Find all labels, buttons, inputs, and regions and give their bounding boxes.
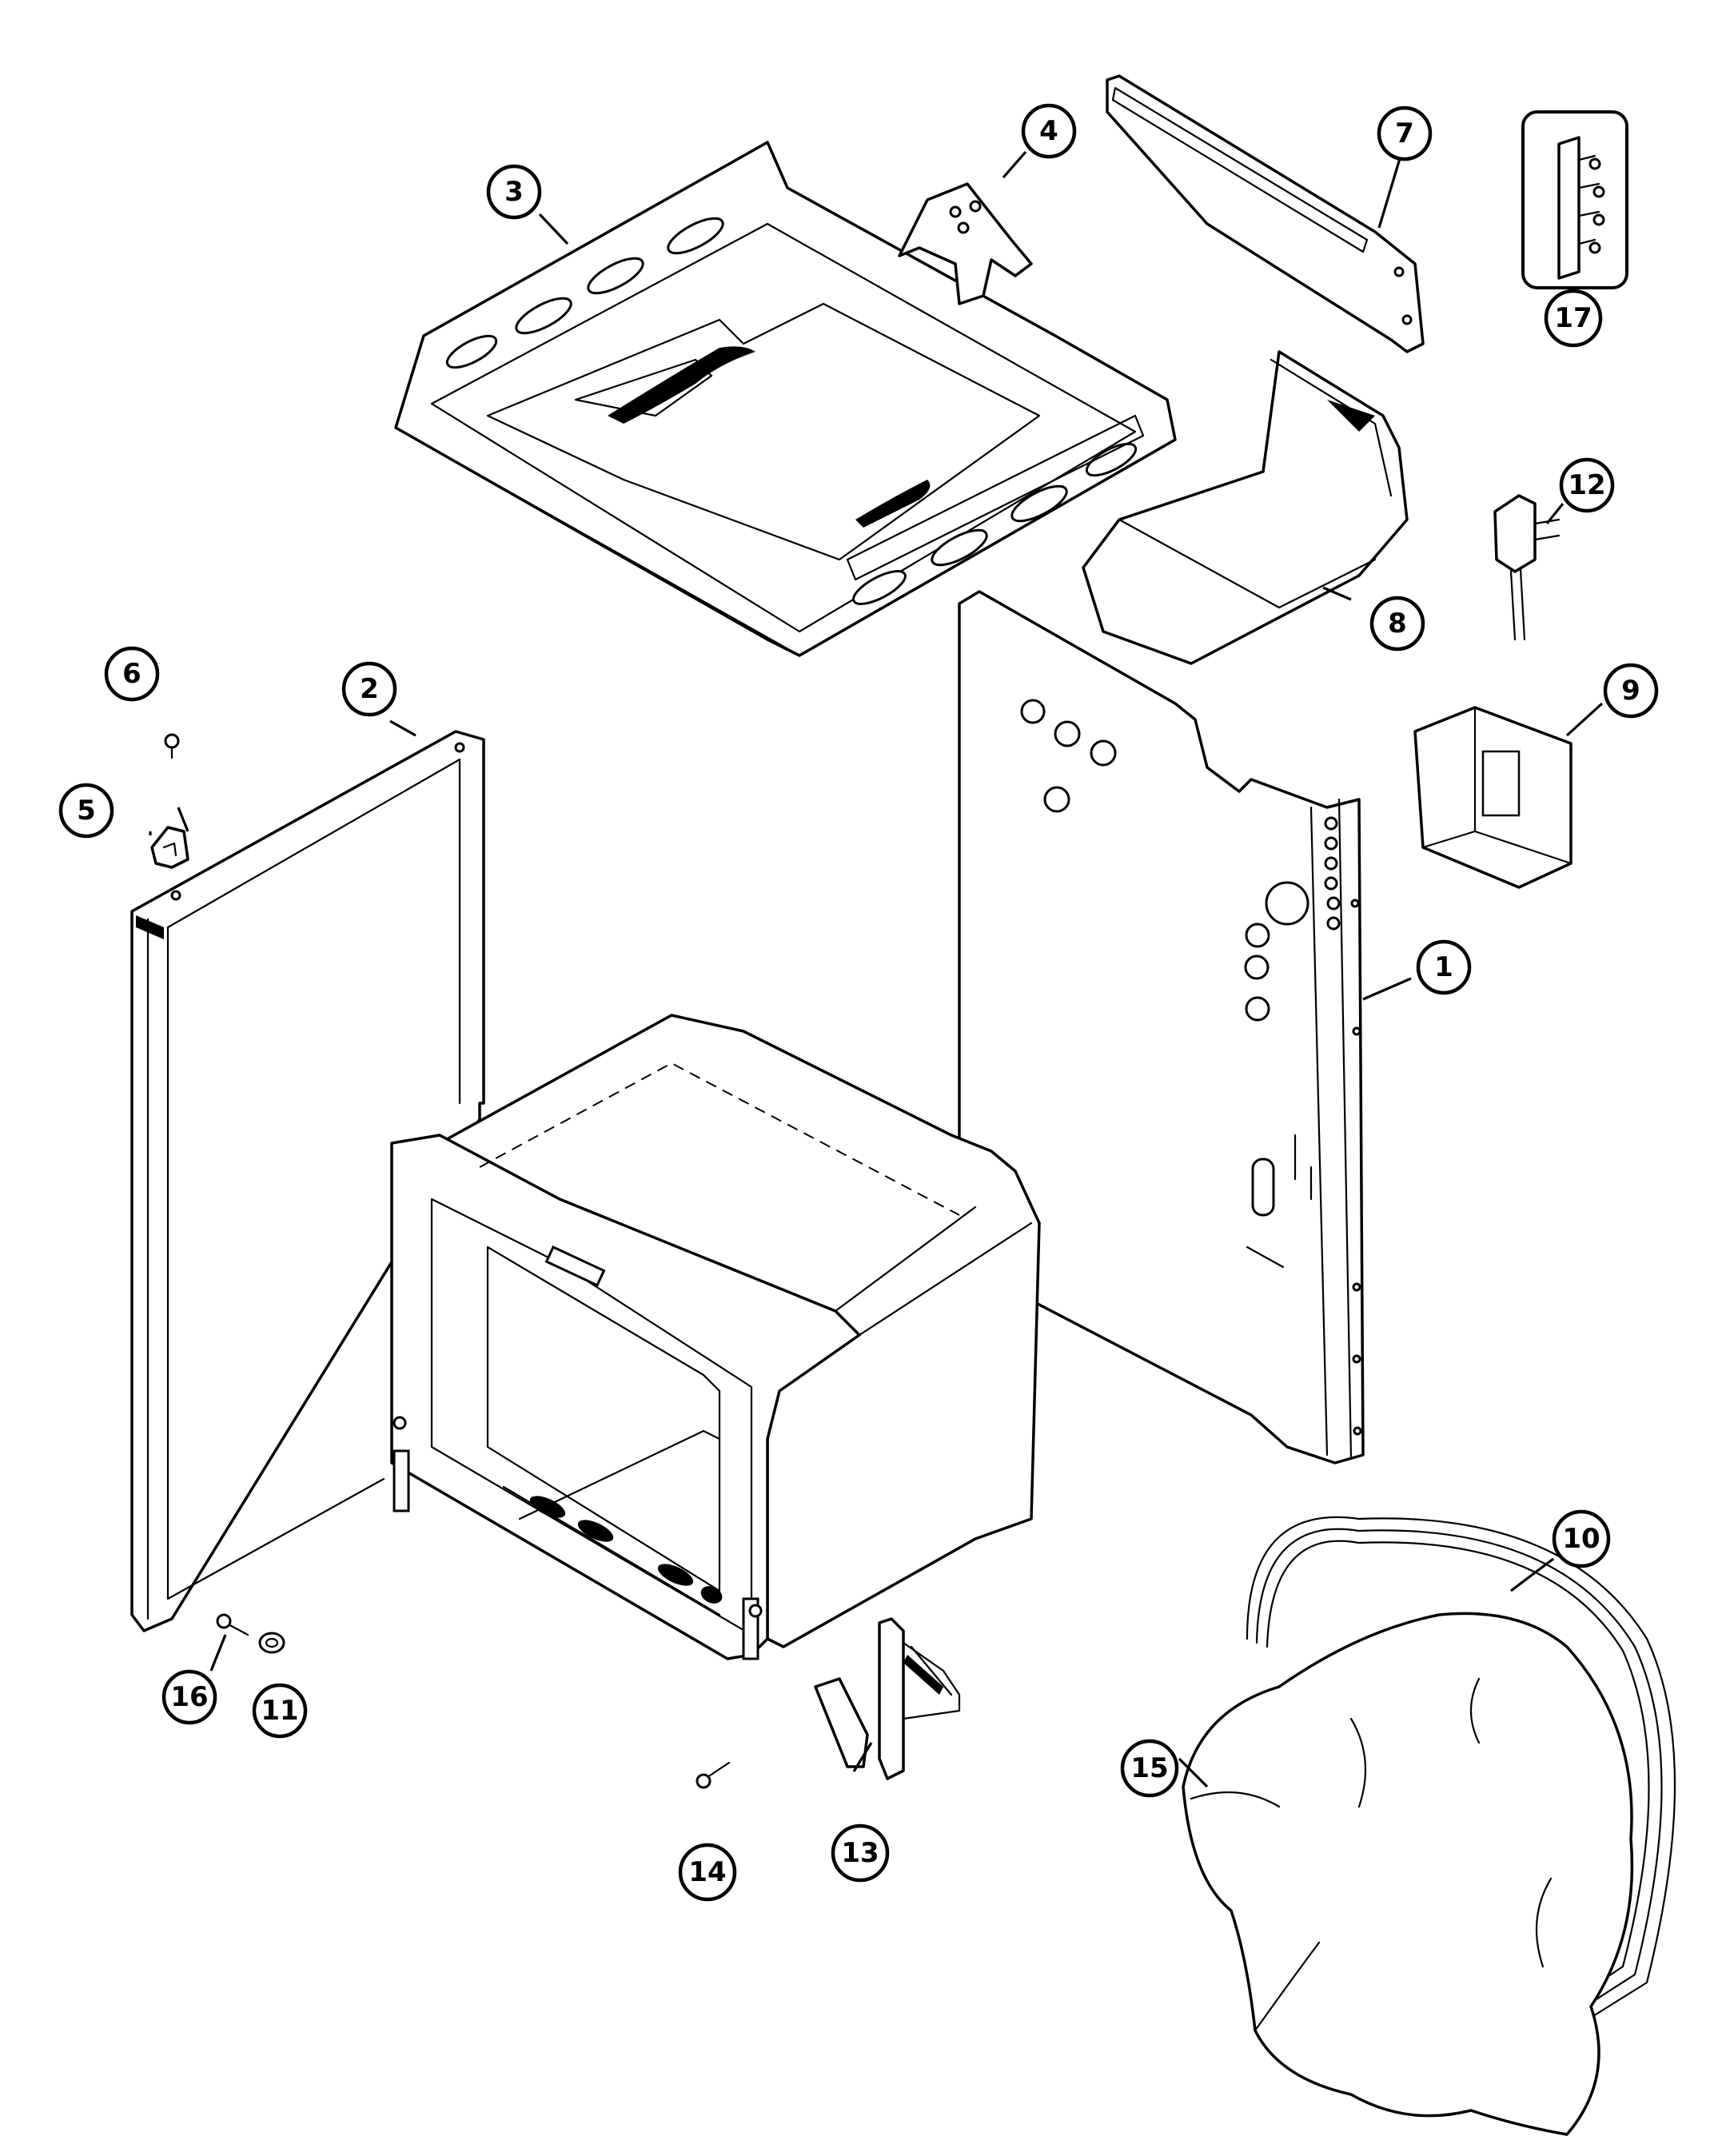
callout-14-label: 14	[688, 1856, 726, 1888]
callout-13-label: 13	[841, 1837, 879, 1869]
callout-11-label: 11	[261, 1695, 298, 1727]
callout-17: 17	[1544, 289, 1603, 348]
callout-6-label: 6	[122, 658, 142, 690]
callout-15: 15	[1120, 1739, 1179, 1798]
callout-12-label: 12	[1568, 469, 1605, 501]
callout-1: 1	[1416, 939, 1472, 995]
part-9-junction-box	[1413, 706, 1573, 889]
callout-13: 13	[831, 1823, 890, 1883]
part-14-screw	[696, 1761, 731, 1789]
part-1-side-panel	[958, 590, 1365, 1465]
callout-4-label: 4	[1039, 115, 1058, 147]
callout-1-label: 1	[1434, 951, 1453, 983]
callout-8-label: 8	[1388, 608, 1407, 640]
callout-7-label: 7	[1395, 118, 1414, 149]
part-4-bracket	[898, 182, 1033, 305]
part-12-power-plug	[1493, 494, 1561, 641]
part-11-bumper	[258, 1632, 285, 1654]
part-3-cooktop-pan	[394, 141, 1177, 657]
callout-14: 14	[678, 1843, 737, 1902]
callouts: 1 2 3 4 5 6 7 8	[58, 103, 1659, 1902]
callout-9-label: 9	[1621, 675, 1640, 707]
callout-17-label: 17	[1554, 302, 1592, 334]
callout-16-label: 16	[170, 1681, 208, 1713]
callout-3-label: 3	[504, 176, 524, 208]
part-7-panel	[1106, 74, 1425, 353]
part-15-insulation	[1182, 1612, 1634, 2136]
callout-3: 3	[486, 164, 542, 220]
callout-8: 8	[1369, 596, 1425, 652]
callout-9: 9	[1603, 663, 1659, 719]
callout-4: 4	[1021, 103, 1077, 159]
callout-7: 7	[1377, 106, 1433, 161]
callout-12: 12	[1559, 457, 1615, 513]
part-6-screw	[164, 733, 180, 759]
callout-2-label: 2	[360, 673, 379, 705]
callout-10-label: 10	[1562, 1523, 1600, 1555]
part-2-door-frame	[130, 730, 485, 1632]
callout-2: 2	[341, 661, 397, 717]
callout-11: 11	[252, 1683, 308, 1739]
oven-cavity	[390, 1014, 1041, 1660]
part-17-terminal-block	[1521, 110, 1628, 289]
part-5-clip	[150, 826, 189, 869]
callout-10: 10	[1552, 1509, 1611, 1568]
part-16-screw	[216, 1613, 249, 1636]
part-13-hinge	[814, 1617, 961, 1780]
part-8-duct	[1082, 350, 1409, 665]
callout-6: 6	[104, 646, 160, 702]
leader-lines	[149, 150, 1604, 1788]
callout-16: 16	[161, 1669, 217, 1725]
callout-5-label: 5	[77, 795, 96, 827]
callout-5: 5	[58, 783, 114, 839]
callout-15-label: 15	[1130, 1752, 1168, 1784]
